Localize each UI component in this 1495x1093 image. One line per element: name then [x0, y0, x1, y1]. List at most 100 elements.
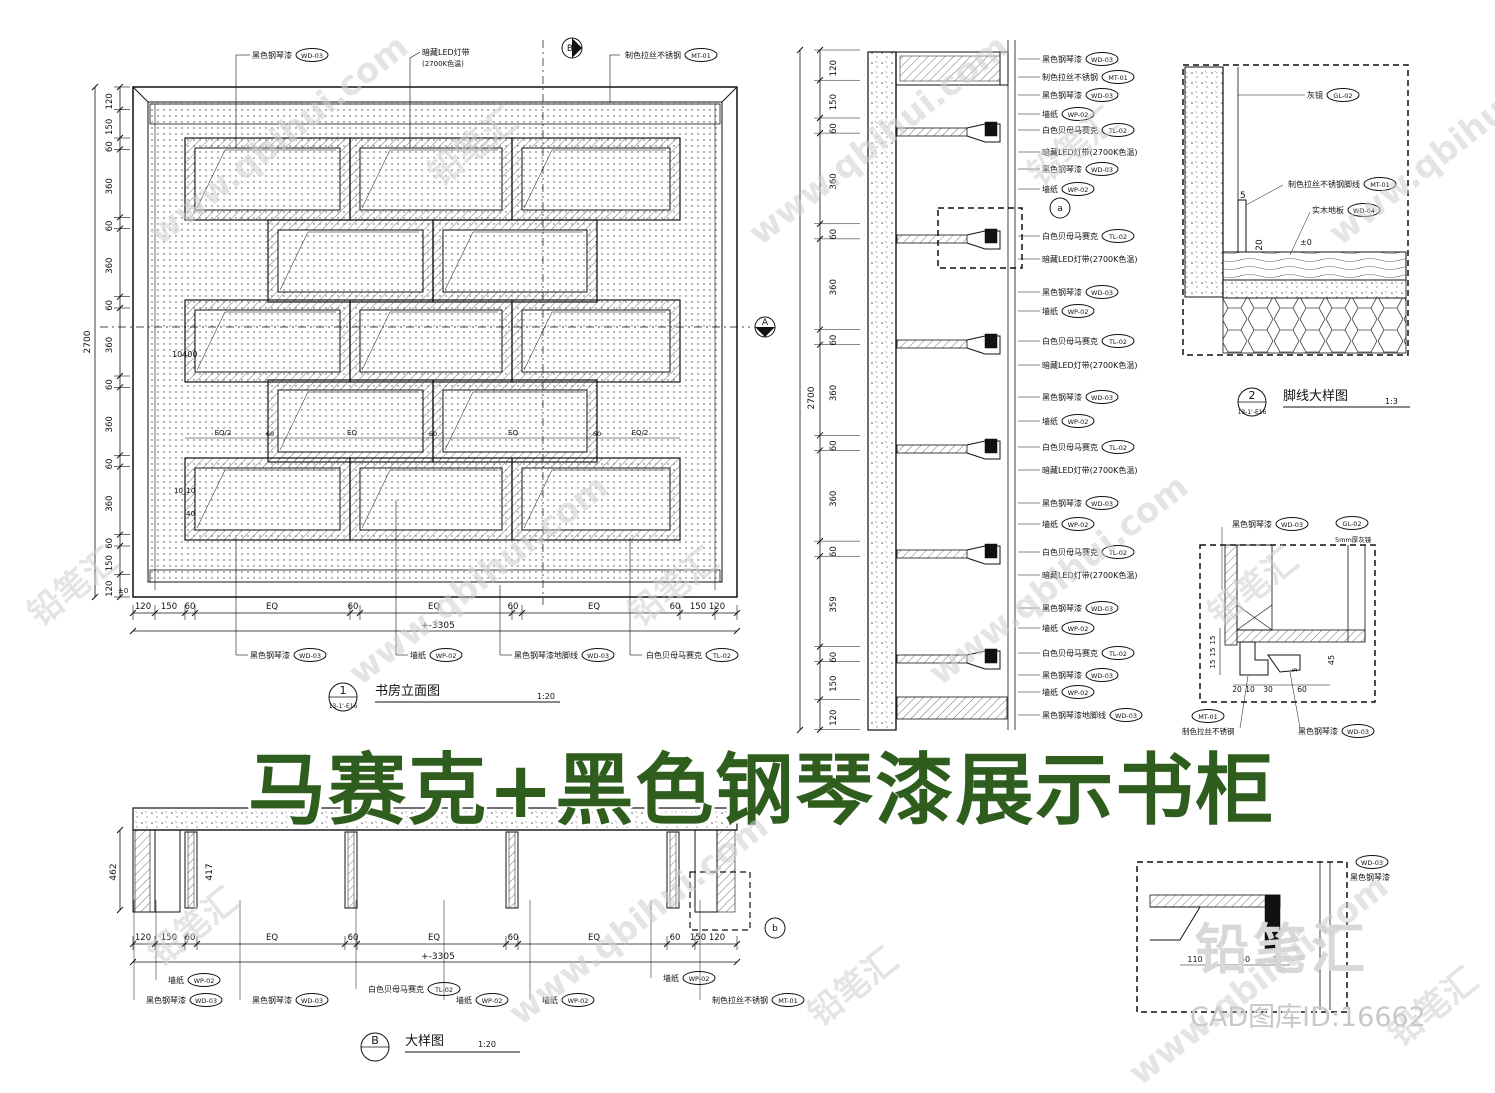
section-label: 制色拉丝不锈钢 [1042, 72, 1098, 82]
niche-back-wallpaper [359, 309, 503, 373]
niche-back-wallpaper [277, 389, 424, 453]
detail2-label: 制色拉丝不锈钢脚线 [1288, 179, 1360, 189]
section-label-tag-oval [1101, 545, 1135, 559]
side-mark: 40 [186, 510, 195, 518]
niche-back-wallpaper [521, 147, 671, 211]
detail2-zero: ±0 [1300, 238, 1312, 247]
section-height-dim: 60 [829, 546, 839, 557]
section-label-tag-oval [1085, 390, 1119, 404]
plan-callout: 墙纸 [168, 975, 184, 985]
detail2-label: 灰镜 [1307, 90, 1323, 100]
detail3-label: 5mm厚灰镜 [1335, 535, 1372, 544]
section-label-tag-oval [1061, 182, 1095, 196]
detail4-dim: 20 [1273, 955, 1283, 964]
niche-back-wallpaper [442, 389, 588, 453]
inner-small-dim: 60 [266, 430, 274, 438]
detail3-frame [1199, 544, 1376, 703]
detail3-label: 黑色钢琴漆 [1232, 519, 1272, 529]
elevation-width-dim: EQ [588, 602, 600, 612]
elevation-height-dim: 60 [105, 300, 115, 311]
section-label-tag-oval [1085, 52, 1119, 66]
dim-tick [116, 826, 124, 834]
plan-callout: 墙纸 [456, 995, 472, 1005]
callout-bottom-tag-code: WP-02 [436, 652, 457, 660]
inner-dim: EQ [508, 429, 518, 437]
section-label-tag-code: WD-03 [1091, 672, 1113, 680]
section-marker-a-letter: A [762, 318, 769, 328]
detail2-label-tag-code: GL-02 [1333, 92, 1352, 100]
section-shelf [896, 127, 968, 137]
detail3-dim-h: 30 [1263, 685, 1273, 694]
section-label: 暗藏LED灯带(2700K色温) [1042, 360, 1138, 370]
section-label: 白色贝母马赛克 [1042, 231, 1098, 241]
plan-callout: 黑色钢琴漆 [252, 995, 292, 1005]
detail2-screed [1222, 279, 1407, 299]
section-label: 暗藏LED灯带(2700K色温) [1042, 465, 1138, 475]
elevation-height-dim: 360 [105, 496, 115, 512]
detail3-bottom-label-tag-code: WD-03 [1347, 728, 1369, 736]
callout-bottom-tag-oval [429, 648, 463, 662]
niche-back-wallpaper [194, 467, 341, 531]
detail4-label: 黑色钢琴漆 [1350, 872, 1390, 882]
inner-dim: EQ/2 [632, 429, 649, 437]
section-label-tag-code: WP-02 [1068, 689, 1089, 697]
detail2-label-tag-oval [1326, 88, 1360, 102]
led-strip-line [361, 311, 391, 371]
section-shelf [896, 234, 968, 244]
detail3-label-tag-oval [1275, 517, 1309, 531]
section-height-dim: 60 [829, 440, 839, 451]
plan-callout: 白色贝母马赛克 [368, 984, 424, 994]
plan-side-hatch [134, 829, 151, 913]
section-wall-concrete [867, 51, 897, 731]
section-total-height: 2700 [807, 386, 817, 409]
detail3-dim-r: 5 [1291, 668, 1299, 672]
section-label: 白色贝母马赛克 [1042, 442, 1098, 452]
section-label: 白色贝母马赛克 [1042, 648, 1098, 658]
plan-letter: B [371, 1034, 379, 1047]
elevation-width-dim: EQ [266, 602, 278, 612]
detail2-floor [1222, 251, 1407, 281]
plan-divider-hatch [669, 831, 677, 909]
plan-width-dim: EQ [428, 933, 440, 943]
section-plinth [896, 696, 1008, 720]
side-mark: 10_10 [174, 487, 195, 495]
section-label: 黑色钢琴漆 [1042, 603, 1082, 613]
detail4-led [1264, 894, 1281, 951]
detail2-number: 2 [1249, 389, 1256, 402]
callout-top: 黑色钢琴漆 [252, 50, 292, 60]
elevation-height-dim: 120 [105, 581, 115, 597]
plan-depth: 462 [109, 863, 119, 880]
plan-callout: 黑色钢琴漆 [146, 995, 186, 1005]
plan-callout-tag-oval [189, 993, 223, 1007]
leader [1289, 211, 1311, 256]
inner-small-dim: 60 [593, 430, 601, 438]
detail2-dim: 20 [1255, 239, 1265, 251]
section-label-tag-oval [1085, 601, 1119, 615]
section-height-dim: 60 [829, 652, 839, 663]
section-label-tag-code: WD-03 [1091, 92, 1113, 100]
section-label-tag-code: WP-02 [1068, 186, 1089, 194]
section-label-tag-code: WP-02 [1068, 418, 1089, 426]
section-led-box [984, 333, 998, 349]
elevation-width-dim: 60 [348, 602, 359, 612]
detail2-label: 实木地板 [1312, 205, 1344, 215]
leader [409, 51, 421, 59]
led-strip-line [523, 469, 553, 529]
view-number: 1 [340, 684, 347, 697]
elevation-height-dim: 60 [105, 538, 115, 549]
section-height-dim: 60 [829, 123, 839, 134]
section-top-hatch [899, 55, 1001, 82]
side-mark: 10400 [172, 350, 197, 359]
section-led-box [984, 121, 998, 137]
section-label-tag-oval [1085, 162, 1119, 176]
callout-top-tag-oval [684, 48, 718, 62]
callout-bottom-tag-code: WD-03 [299, 652, 321, 660]
section-label-tag-oval [1101, 440, 1135, 454]
plan-callout-tag-code: WP-02 [689, 975, 710, 983]
plan-width-dim: 120 [709, 933, 725, 943]
section-label: 墙纸 [1042, 687, 1058, 697]
detail3-bottom-label: 制色拉丝不锈钢 [1182, 726, 1235, 736]
detail2-label-tag-code: WD-04 [1353, 207, 1375, 215]
frame-miter [721, 86, 738, 103]
